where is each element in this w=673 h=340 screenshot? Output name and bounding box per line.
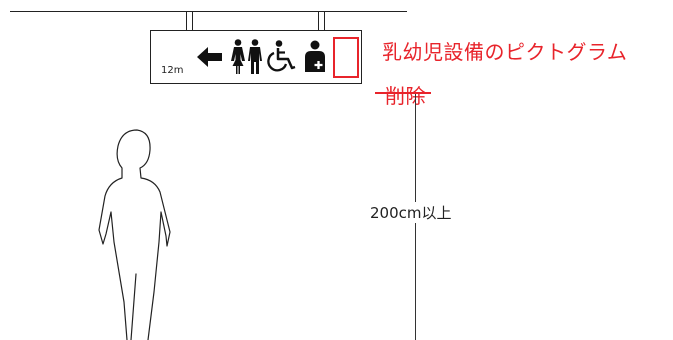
person-silhouette [98, 129, 171, 340]
height-dimension-label: 200cm以上 [368, 202, 454, 223]
male-icon [248, 39, 262, 74]
removed-pictogram-frame [333, 37, 359, 78]
ceiling-line [10, 11, 407, 12]
annotation-subtitle: 削除 [385, 84, 426, 108]
hanging-sign: 12m [150, 30, 362, 84]
baby-care-icon [305, 40, 325, 72]
annotation-leader-line [375, 92, 431, 94]
distance-label: 12m [161, 65, 184, 76]
hanging-rod-left [186, 12, 193, 30]
annotation-title: 乳幼児設備のピクトグラム [382, 40, 628, 64]
wheelchair-icon [267, 40, 296, 72]
female-icon [231, 39, 245, 74]
hanging-rod-right [318, 12, 325, 30]
left-arrow-icon [197, 47, 222, 67]
